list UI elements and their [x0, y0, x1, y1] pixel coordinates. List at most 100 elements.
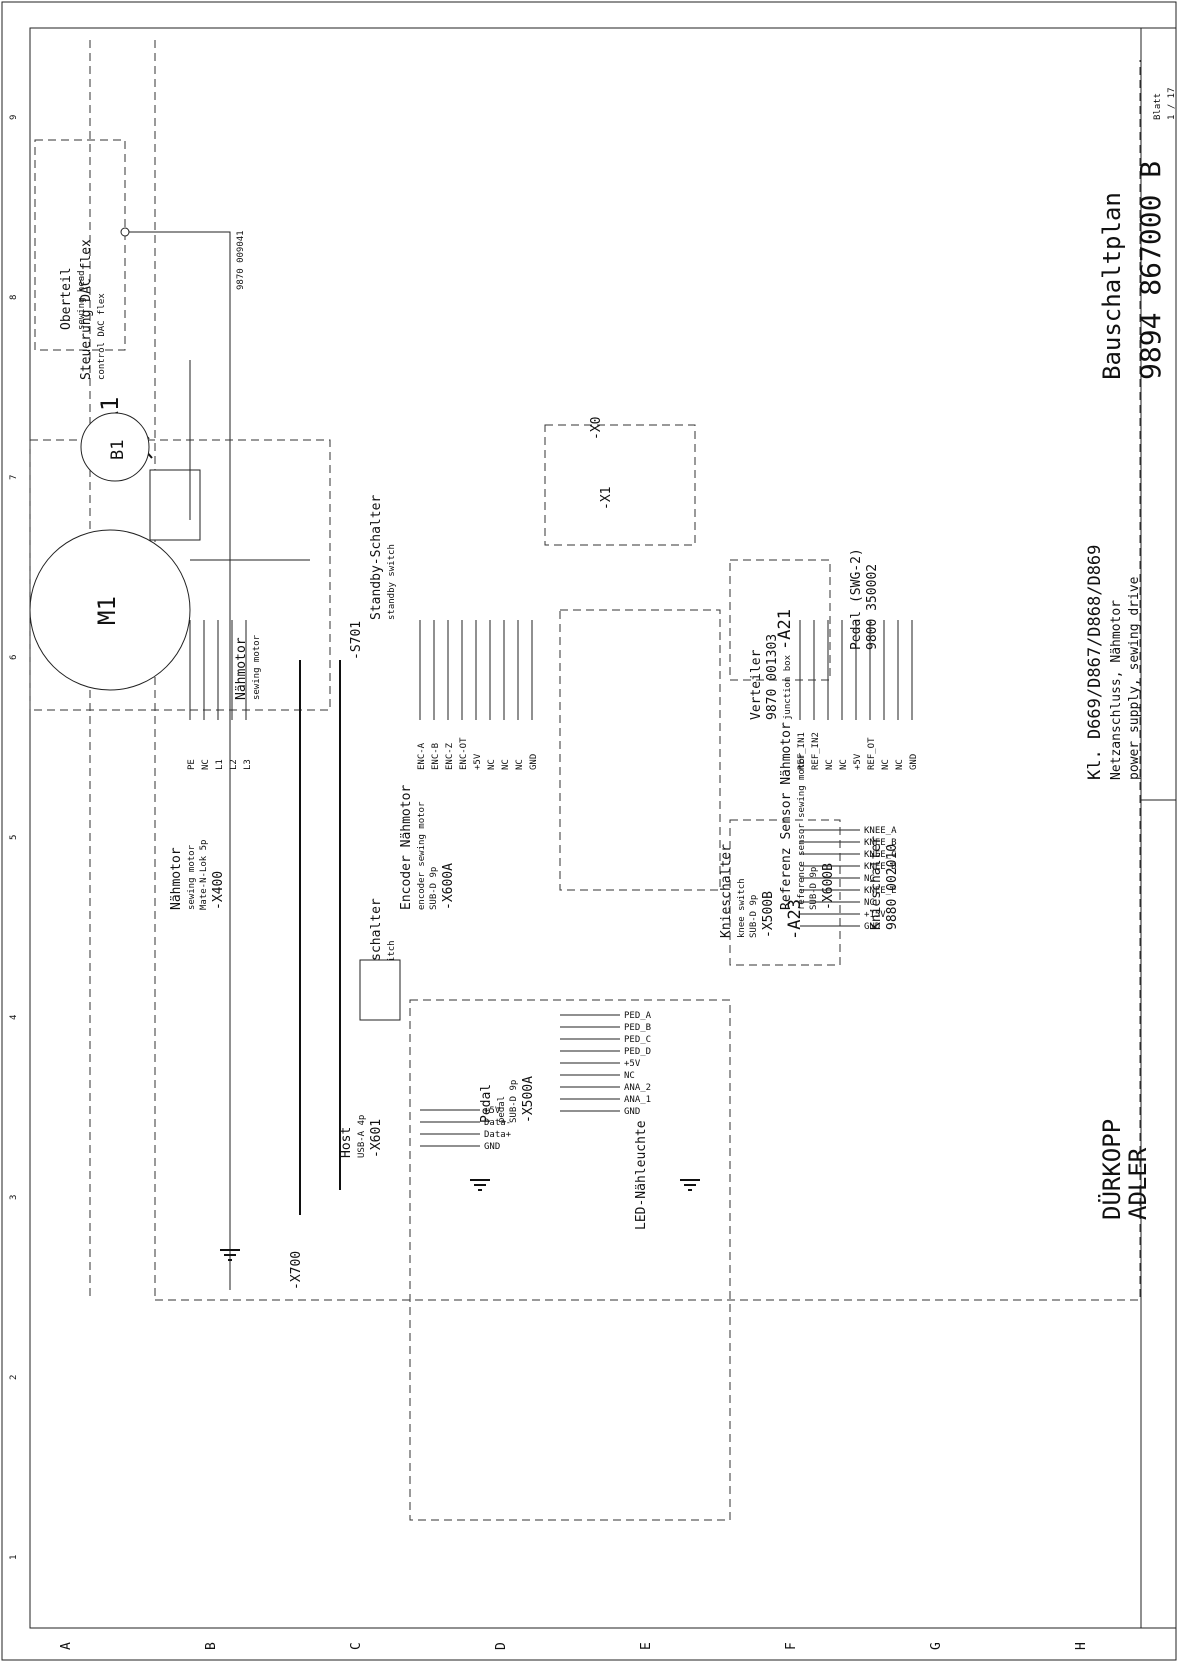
- pin-label: GND: [529, 754, 539, 770]
- pin-label: KNEE_E: [864, 886, 897, 896]
- connector-sub1: encoder sewing motor: [417, 801, 427, 910]
- connector-title: Referenz Sensor Nähmotor: [779, 722, 794, 910]
- grid-row-E: E: [639, 1642, 654, 1650]
- grid-col-5: 5: [9, 835, 19, 840]
- pin-label: NC: [624, 1071, 635, 1081]
- pin-label: ANA_1: [624, 1095, 651, 1105]
- connector-sub2: SUB-D 9p: [749, 895, 759, 938]
- connector-sub2: SUB-D 9p: [509, 1080, 519, 1123]
- brand-durkopp: DÜRKOPP: [1097, 1119, 1126, 1220]
- connector-id: -X601: [369, 1119, 384, 1158]
- grid-col-1: 1: [9, 1555, 19, 1560]
- pin-label: PE: [187, 759, 197, 770]
- pin-label: NC: [881, 759, 891, 770]
- head-cable: [125, 231, 231, 1290]
- title-bauschaltplan: Bauschaltplan: [1098, 192, 1126, 380]
- title-desc1: Netzanschluss, Nähmotor: [1109, 600, 1124, 780]
- x700-label-group: -X700: [289, 1251, 304, 1290]
- grid-col-2: 2: [9, 1375, 19, 1380]
- connector-title: Pedal: [479, 1084, 494, 1123]
- pin-label: NC: [839, 759, 849, 770]
- connector-sub1: reference sensor sewing motor: [797, 752, 807, 910]
- pin-label: PED_A: [624, 1011, 652, 1021]
- grid-col-9: 9: [9, 115, 19, 120]
- pin-label: Data-: [484, 1118, 511, 1128]
- knee-box: [729, 819, 841, 966]
- pin-label: NC: [825, 759, 835, 770]
- controller-name: Steuerung DAC flex: [79, 239, 94, 380]
- pin-label: NC: [487, 759, 497, 770]
- knee-number: 9880 002010: [885, 844, 900, 930]
- brand-adler: ADLER: [1124, 1147, 1152, 1220]
- led1-name: LED-Nähleuchte: [634, 1120, 649, 1230]
- mains-wires: [299, 660, 341, 1215]
- grid-row-B: B: [204, 1642, 219, 1650]
- led1-box: [544, 424, 696, 546]
- connector-sub: knee switch: [737, 878, 747, 938]
- controller-label: -A1 Steuerung DAC flex control DAC flex: [79, 239, 124, 440]
- pin-label: KNEE_C: [864, 850, 897, 860]
- pin-label: +5V: [624, 1059, 641, 1069]
- pin-label: +15V: [864, 910, 886, 920]
- ground-icon: [470, 1179, 490, 1191]
- pin-label: ENC-A: [417, 742, 427, 770]
- pin-label: ENC-Z: [445, 742, 455, 770]
- motor-b1: [80, 412, 150, 482]
- pin-label: GND: [484, 1142, 500, 1152]
- connector-id: -X500B: [761, 891, 776, 938]
- pin-label: ENC-OT: [459, 737, 469, 770]
- blatt-label: Blatt: [1153, 93, 1163, 120]
- motor-box: [29, 439, 331, 711]
- pin-label: L3: [243, 759, 253, 770]
- junction-sub: junction box: [783, 654, 793, 720]
- connector-title: Encoder Nähmotor: [399, 785, 414, 910]
- standby-relay: [359, 959, 401, 1021]
- standby-id: -S701: [349, 621, 364, 660]
- connector-title: Knieschalter: [719, 844, 734, 938]
- blatt-value: 1 / 17: [1167, 87, 1177, 120]
- pin-label: NC: [515, 759, 525, 770]
- head-terminal: [120, 227, 130, 237]
- grid-col-7: 7: [9, 475, 19, 480]
- grid-col-4: 4: [9, 1015, 19, 1020]
- standby-name-en: standby switch: [387, 544, 397, 620]
- head-cable-label: 9870 009041: [236, 230, 246, 290]
- pin-label: +5V: [853, 753, 863, 770]
- connector-id: -X600B: [821, 863, 836, 910]
- standby-name: Standby-Schalter: [369, 495, 384, 620]
- pin-label: +5V: [473, 753, 483, 770]
- pedal-name: Pedal (SWG-2): [849, 548, 864, 650]
- title-kl: Kl. D669/D867/D868/D869: [1085, 545, 1105, 780]
- grid-row-G: G: [929, 1642, 944, 1650]
- pedal-id: -A21: [775, 609, 795, 650]
- pin-label: REF_IN1: [797, 732, 807, 770]
- sewing-head-box: [34, 139, 126, 351]
- connector-title: Nähmotor: [169, 847, 184, 910]
- pin-label: PED_D: [624, 1047, 651, 1057]
- connector-sub2: Mate-N-Lok 5p: [199, 840, 209, 910]
- junction-box: [559, 609, 721, 891]
- grid-col-3: 3: [9, 1195, 19, 1200]
- pin-label: KNEE_D: [864, 862, 897, 872]
- pin-label: Data+: [484, 1130, 512, 1140]
- title-desc2: power supply, sewing drive: [1127, 576, 1142, 780]
- ground-icon: [680, 1179, 700, 1191]
- motor-m1-label: M1: [93, 596, 121, 625]
- pin-label: NC: [201, 759, 211, 770]
- connector-id: -X600A: [441, 863, 456, 910]
- motor-title: Nähmotor: [234, 637, 249, 700]
- sewing-head-name: Oberteil: [59, 267, 74, 330]
- pin-label: NC: [501, 759, 511, 770]
- connector-sub2: USB-A 4p: [357, 1115, 367, 1158]
- pin-label: L1: [215, 759, 225, 770]
- pin-label: NC: [864, 874, 875, 884]
- pin-label: KNEE_A: [864, 826, 897, 836]
- ground-symbols: [220, 1179, 700, 1261]
- motor-title-en: sewing motor: [252, 634, 262, 700]
- junction-number: 9870 001303: [765, 634, 780, 720]
- motor-icon: [149, 469, 201, 541]
- connector-sub2: SUB-D 9p: [429, 867, 439, 910]
